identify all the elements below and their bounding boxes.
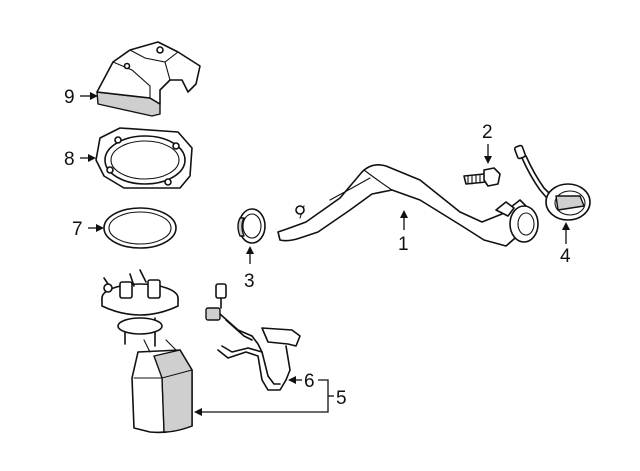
- part-2-bolt: [463, 167, 501, 187]
- callout-2: 2: [482, 122, 493, 143]
- callout-5: 5: [336, 388, 347, 409]
- callout-9: 9: [64, 87, 75, 108]
- callout-3: 3: [244, 271, 255, 292]
- callout-leaders: [80, 92, 570, 416]
- callout-1: 1: [398, 234, 409, 255]
- part-1-filler-pipe: [277, 164, 539, 247]
- part-9-pump-shield: [96, 41, 201, 117]
- part-3-grommet: [237, 208, 266, 244]
- callout-labels: 9 8 7 3 1 2 4 6 5: [64, 87, 571, 409]
- part-8-gasket-plate: [95, 127, 193, 189]
- callout-4: 4: [560, 246, 571, 267]
- callout-6: 6: [304, 371, 315, 392]
- part-5-fuel-pump-module: [101, 269, 193, 434]
- callout-7: 7: [72, 219, 83, 240]
- part-4-fuel-cap: [513, 144, 591, 221]
- part-7-seal-ring: [103, 207, 177, 249]
- callout-8: 8: [64, 149, 75, 170]
- part-6-wiring-harness: [205, 283, 301, 391]
